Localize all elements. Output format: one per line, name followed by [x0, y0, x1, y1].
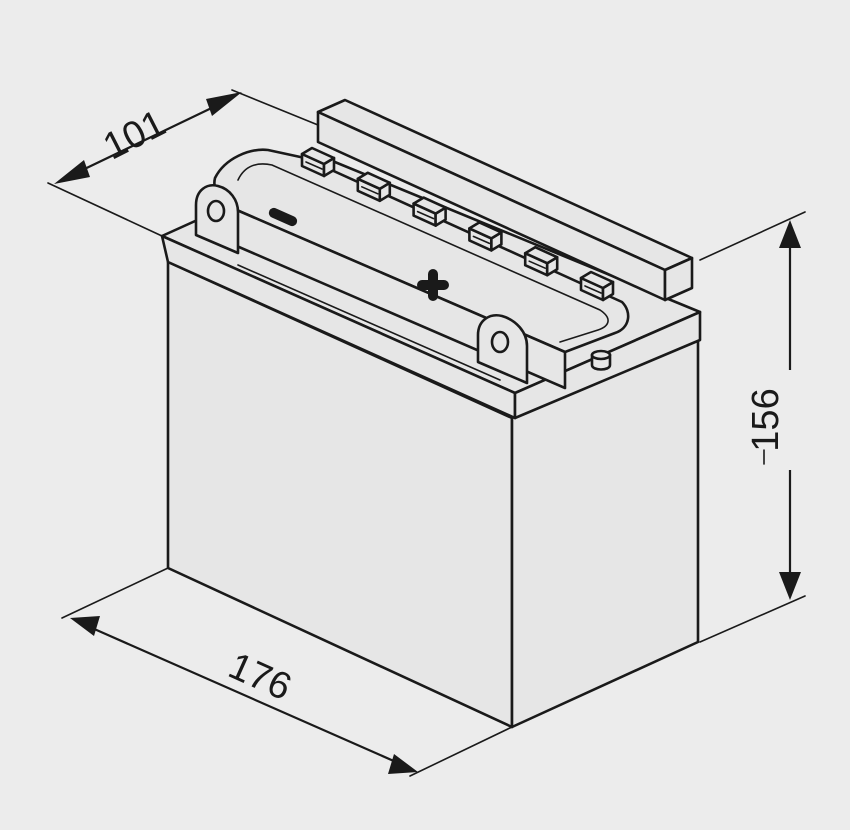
extension-line	[699, 211, 806, 261]
vent-cap	[300, 146, 336, 178]
negative-terminal-hole	[206, 199, 226, 223]
arrowhead	[779, 572, 801, 600]
minus-icon	[268, 207, 298, 227]
terminal-strip-groove	[237, 163, 609, 343]
arrowhead	[206, 92, 242, 116]
extension-line	[699, 595, 806, 643]
vent-cap-top	[579, 270, 615, 290]
vent-cap-top	[523, 245, 559, 265]
arrowhead	[388, 754, 418, 774]
positive-terminal-post	[476, 314, 529, 385]
vent-caps	[300, 146, 615, 302]
dimension-height: 156	[699, 211, 806, 643]
vent-cap-top	[468, 221, 503, 240]
vent-cap-groove	[528, 260, 546, 269]
vent-cap	[412, 196, 447, 227]
vent-nipple-top	[590, 349, 612, 361]
extension-line	[61, 567, 169, 619]
vent-cap-groove	[361, 186, 379, 195]
extension-line	[231, 89, 319, 126]
terminal-strip-lip	[237, 264, 501, 381]
vent-cap-groove	[584, 285, 602, 294]
vent-cap	[356, 171, 392, 203]
negative-terminal-post	[194, 184, 240, 255]
vent-cap	[579, 270, 615, 302]
vent-cap-top	[412, 196, 447, 215]
vent-cap-groove	[472, 235, 491, 245]
extension-line	[409, 726, 513, 777]
label-gap	[752, 370, 796, 470]
plus-icon-vertical	[428, 269, 438, 301]
vent-cap	[523, 245, 559, 277]
length-label: 176	[222, 645, 297, 709]
arrowhead	[54, 160, 90, 184]
vent-cap-top	[300, 146, 336, 166]
vent-cap-groove	[416, 210, 435, 220]
dimension-line	[90, 626, 398, 764]
positive-terminal-hole	[490, 330, 510, 354]
extension-line	[47, 182, 163, 237]
arrowhead	[70, 616, 100, 636]
vent-bar	[316, 98, 694, 302]
arrowhead	[779, 220, 801, 248]
battery-body	[166, 260, 700, 729]
vent-bar-side	[663, 256, 694, 302]
height-label: 156	[745, 388, 787, 451]
positive-terminal-symbol	[417, 269, 449, 301]
vent-cap	[468, 221, 503, 252]
dimension-line	[70, 101, 224, 177]
vent-nipple	[590, 349, 612, 371]
negative-terminal-symbol	[268, 207, 298, 227]
vent-cap-top	[356, 171, 392, 191]
vent-cap-groove	[305, 161, 323, 170]
